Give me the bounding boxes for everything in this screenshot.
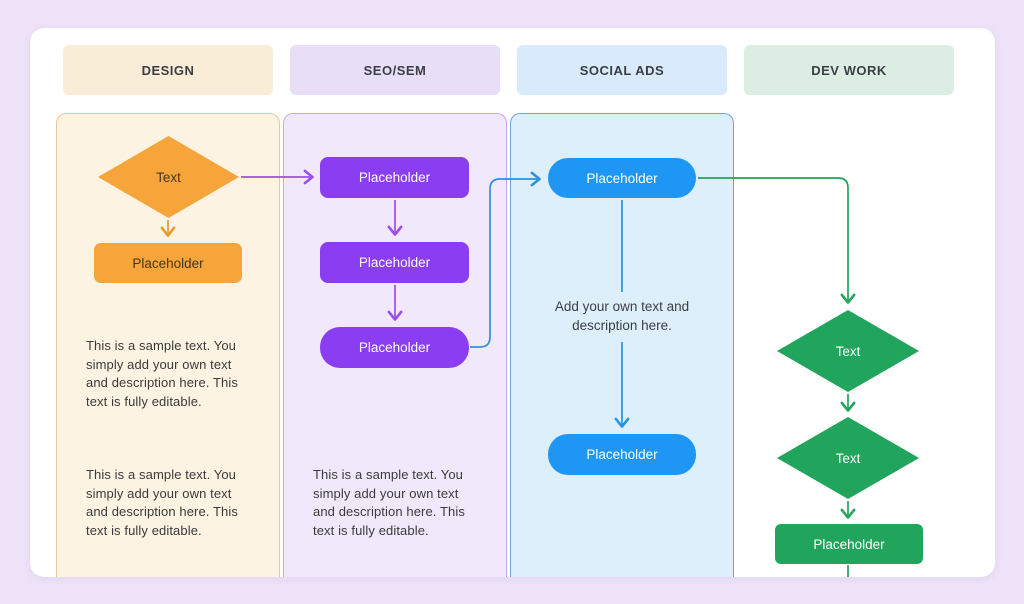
node-label: Placeholder	[358, 255, 431, 270]
column-header-label: DEV WORK	[811, 62, 887, 78]
node-label: Text	[835, 343, 861, 359]
node-label: Placeholder	[586, 170, 658, 186]
dev-step-rect[interactable]: Placeholder	[775, 524, 923, 564]
design-sample-text-1[interactable]: This is a sample text. You simply add yo…	[86, 338, 238, 409]
design-sample-text-2[interactable]: This is a sample text. You simply add yo…	[86, 467, 238, 538]
column-header-label: DESIGN	[141, 62, 195, 78]
seo-step3-pill[interactable]: Placeholder	[320, 327, 469, 368]
node-label: Text	[156, 169, 181, 185]
node-label: Placeholder	[358, 170, 431, 185]
seo-step1-rect[interactable]: Placeholder	[320, 157, 469, 198]
node-label: Placeholder	[586, 447, 658, 462]
node-label: Text	[835, 450, 861, 466]
column-header-label: SEO/SEM	[363, 62, 427, 78]
node-label: Placeholder	[358, 340, 431, 355]
node-label: Placeholder	[132, 255, 204, 271]
column-header-seo-sem[interactable]: SEO/SEM	[290, 45, 500, 95]
social-entry-pill[interactable]: Placeholder	[548, 158, 696, 198]
seo-sample-text[interactable]: This is a sample text. You simply add yo…	[313, 467, 465, 538]
design-step-rect[interactable]: Placeholder	[94, 243, 242, 283]
seo-step2-rect[interactable]: Placeholder	[320, 242, 469, 283]
column-header-social-ads[interactable]: SOCIAL ADS	[517, 45, 727, 95]
column-header-design[interactable]: DESIGN	[63, 45, 273, 95]
column-header-dev-work[interactable]: DEV WORK	[744, 45, 954, 95]
social-note-text[interactable]: Add your own text and description here.	[554, 299, 690, 333]
node-label: Placeholder	[813, 536, 885, 552]
social-end-pill[interactable]: Placeholder	[548, 434, 696, 475]
column-header-label: SOCIAL ADS	[579, 62, 665, 78]
